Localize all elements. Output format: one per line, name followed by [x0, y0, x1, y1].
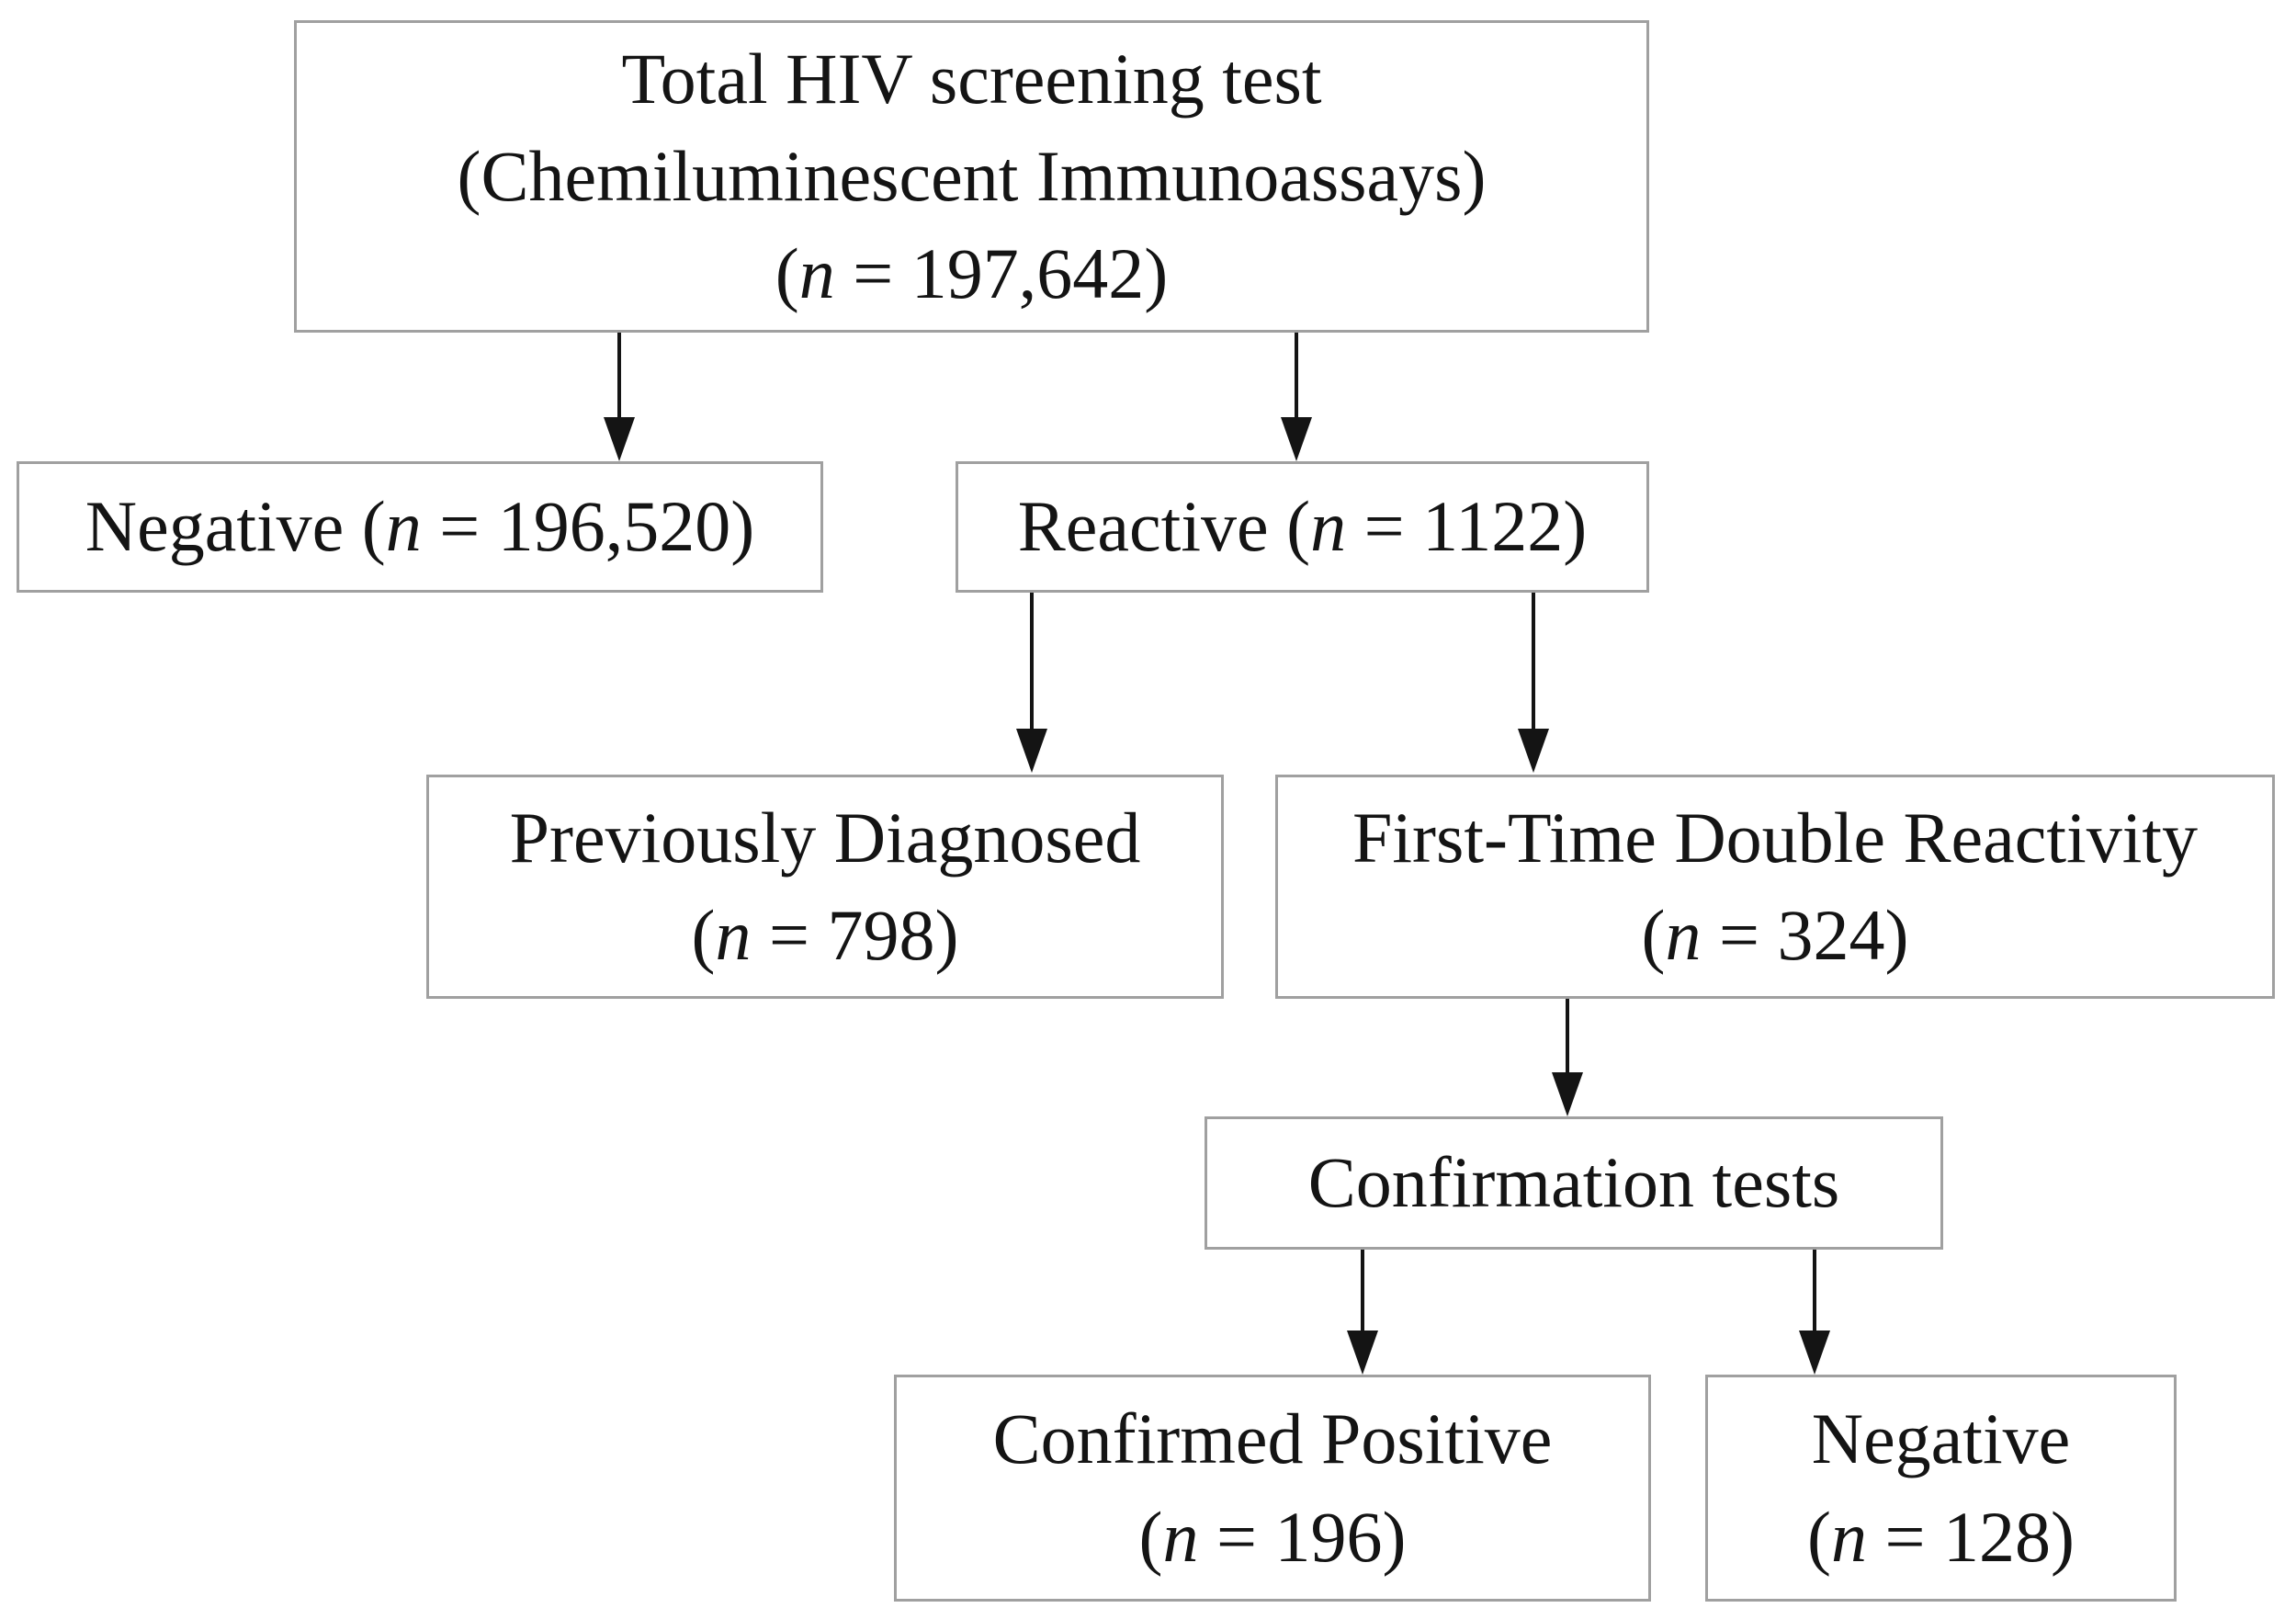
arrow-shaft [1030, 593, 1034, 729]
count-open: ( [1641, 895, 1666, 975]
arrow-confirmation-to-negative [1799, 1250, 1830, 1375]
count-close: ) [1144, 233, 1169, 314]
count-close: ) [2051, 1496, 2075, 1577]
node-count: (n = 128) [1807, 1489, 2075, 1586]
node-label: Reactive [1017, 486, 1269, 567]
count-close: ) [730, 486, 755, 567]
count-open: ( [691, 895, 716, 975]
arrow-reactive-to-first-time [1518, 593, 1549, 773]
node-reactive: Reactive (n = 1122) [956, 461, 1649, 593]
node-label-with-count: Reactive (n = 1122) [1018, 478, 1587, 575]
node-title: Negative [1811, 1399, 2071, 1479]
node-count: (n = 798) [692, 887, 959, 984]
arrow-down-icon [604, 417, 635, 461]
n-symbol: n [1162, 1496, 1199, 1577]
count-open: ( [1807, 1496, 1831, 1577]
count-open: ( [344, 486, 386, 567]
arrow-reactive-to-previously-diagnosed [1016, 593, 1047, 773]
node-negative-screening: Negative (n = 196,520) [17, 461, 823, 593]
count-close: ) [1884, 895, 1909, 975]
count-close: ) [1382, 1496, 1407, 1577]
arrow-shaft [1361, 1250, 1364, 1331]
count-value: 197,642 [910, 233, 1145, 314]
node-count: (n = 197,642) [775, 225, 1168, 323]
node-label-with-count: Negative (n = 196,520) [85, 478, 755, 575]
count-open: ( [1138, 1496, 1163, 1577]
node-title: Confirmed Positive [992, 1399, 1553, 1479]
count-value: 196 [1274, 1496, 1383, 1577]
arrow-shaft [1295, 333, 1298, 417]
count-eq: = [751, 895, 828, 975]
count-open: ( [1268, 486, 1311, 567]
node-label: Confirmation tests [1307, 1142, 1840, 1223]
node-title: Previously Diagnosed [509, 797, 1141, 878]
count-value: 128 [1943, 1496, 2051, 1577]
arrow-down-icon [1016, 729, 1047, 773]
arrow-confirmation-to-confirmed-positive [1347, 1250, 1378, 1375]
n-symbol: n [1665, 895, 1702, 975]
arrow-shaft [1532, 593, 1535, 729]
node-title: Total HIV screening test [621, 38, 1322, 119]
count-eq: = [421, 486, 498, 567]
node-confirmed-positive: Confirmed Positive (n = 196) [894, 1375, 1651, 1602]
n-symbol: n [1310, 486, 1347, 567]
node-title: First-Time Double Reactivity [1352, 797, 2199, 878]
node-previously-diagnosed: Previously Diagnosed (n = 798) [426, 775, 1224, 999]
arrow-down-icon [1799, 1331, 1830, 1375]
count-eq: = [1701, 895, 1778, 975]
count-eq: = [1198, 1496, 1275, 1577]
count-eq: = [834, 233, 911, 314]
n-symbol: n [1831, 1496, 1867, 1577]
n-symbol: n [385, 486, 422, 567]
count-eq: = [1346, 486, 1423, 567]
n-symbol: n [798, 233, 835, 314]
count-value: 798 [827, 895, 935, 975]
arrow-down-icon [1518, 729, 1549, 773]
count-open: ( [775, 233, 799, 314]
arrow-shaft [617, 333, 621, 417]
count-close: ) [934, 895, 959, 975]
arrow-total-to-negative [604, 333, 635, 461]
arrow-total-to-reactive [1281, 333, 1312, 461]
node-first-time-double-reactivity: First-Time Double Reactivity (n = 324) [1275, 775, 2275, 999]
node-count: (n = 196) [1139, 1489, 1407, 1586]
count-value: 324 [1777, 895, 1885, 975]
node-label: Negative [85, 486, 345, 567]
count-close: ) [1563, 486, 1588, 567]
arrow-shaft [1566, 999, 1569, 1072]
node-count: (n = 324) [1642, 887, 1909, 984]
arrow-first-time-to-confirmation [1552, 999, 1583, 1116]
node-total-screening: Total HIV screening test (Chemiluminesce… [294, 20, 1649, 333]
n-symbol: n [715, 895, 752, 975]
count-value: 196,520 [497, 486, 731, 567]
arrow-down-icon [1281, 417, 1312, 461]
node-confirmation-tests: Confirmation tests [1205, 1116, 1943, 1250]
node-negative-confirmation: Negative (n = 128) [1705, 1375, 2177, 1602]
count-eq: = [1867, 1496, 1943, 1577]
arrow-shaft [1813, 1250, 1816, 1331]
node-subtitle: (Chemiluminescent Immunoassays) [457, 135, 1487, 216]
arrow-down-icon [1552, 1072, 1583, 1116]
count-value: 1122 [1422, 486, 1564, 567]
arrow-down-icon [1347, 1331, 1378, 1375]
